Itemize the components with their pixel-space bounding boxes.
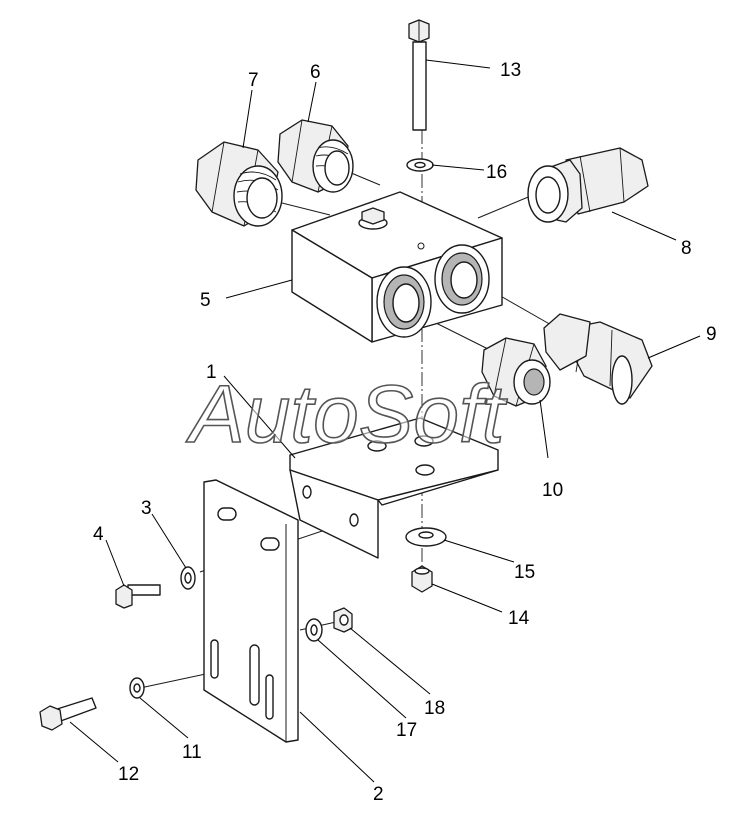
part-11-washer (129, 677, 145, 699)
callout-17: 17 (396, 720, 417, 741)
part-1-bracket (289, 417, 499, 559)
callout-4: 4 (93, 524, 104, 545)
callout-15: 15 (514, 562, 535, 583)
callout-7: 7 (248, 70, 259, 91)
part-7-fitting (195, 141, 283, 227)
callout-14: 14 (508, 608, 530, 629)
part-15-washer (405, 527, 447, 547)
part-3-washer (180, 566, 196, 590)
part-16-washer (406, 158, 434, 172)
callout-1: 1 (206, 362, 217, 383)
callout-13: 13 (500, 60, 521, 81)
part-2-plate (203, 479, 299, 743)
callout-3: 3 (141, 498, 152, 519)
part-9-elbow (543, 313, 653, 405)
leader-lines (69, 59, 701, 783)
part-14-nut (411, 565, 433, 593)
callout-9: 9 (706, 324, 717, 345)
part-13-long-bolt (408, 19, 430, 131)
callout-10: 10 (542, 480, 563, 501)
callout-11: 11 (182, 742, 202, 763)
part-12-bolt (39, 697, 97, 731)
callout-5: 5 (200, 290, 211, 311)
callout-8: 8 (681, 238, 692, 259)
callout-2: 2 (373, 784, 384, 805)
callout-18: 18 (424, 698, 445, 719)
part-10-fitting (481, 337, 551, 407)
callout-12: 12 (118, 764, 139, 785)
watermark-text: AutoSoft (185, 369, 508, 460)
callout-6: 6 (310, 62, 321, 83)
part-18-nut (333, 607, 353, 633)
part-17-washer (305, 618, 323, 642)
part-6-fitting (277, 119, 354, 193)
part-4-bolt (115, 584, 161, 609)
part-5-block (291, 191, 503, 343)
part-8-fitting (527, 147, 649, 223)
callout-16: 16 (486, 162, 507, 183)
callout-labels: 1 2 3 4 5 6 7 8 9 10 11 12 13 14 15 16 1… (93, 60, 717, 805)
